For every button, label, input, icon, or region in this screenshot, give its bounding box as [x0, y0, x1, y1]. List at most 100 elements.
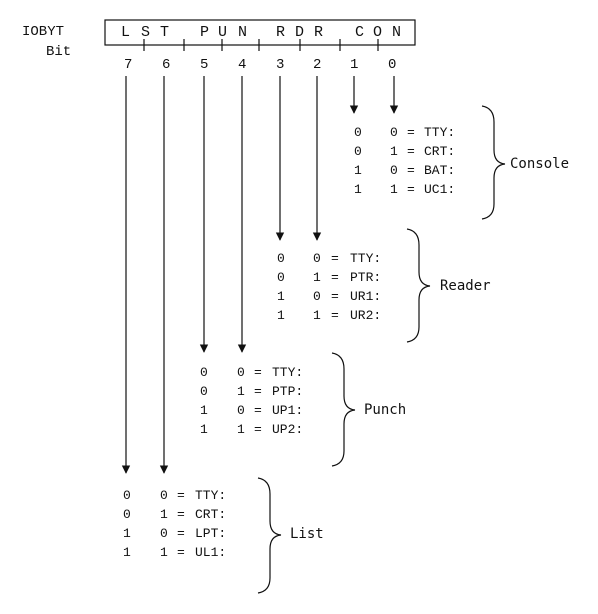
console-brace	[481, 105, 506, 220]
device-name: UP2:	[272, 422, 303, 437]
field-letter: D	[295, 24, 305, 41]
field-letter: O	[373, 24, 383, 41]
bit-number: 3	[276, 57, 284, 73]
bit-value-hi: 0	[277, 270, 285, 285]
bit-number: 0	[388, 57, 396, 73]
device-name: TTY:	[195, 488, 226, 503]
bit-value-lo: 0	[390, 163, 398, 178]
bit-value-hi: 1	[354, 163, 362, 178]
bit-value-hi: 1	[200, 403, 208, 418]
bit-value-hi: 0	[200, 384, 208, 399]
reader-row: 1 1 = UR2:	[277, 308, 381, 323]
punch-label: Punch	[364, 402, 406, 418]
field-letter: U	[218, 24, 228, 41]
list-row: 1 1 = UL1:	[123, 545, 226, 560]
list-group: 0 0 = TTY: 0 1 = CRT: 1 0 = LPT: 1 1 = U…	[123, 477, 324, 594]
bit-value-lo: 0	[313, 289, 321, 304]
bit-value-hi: 0	[354, 125, 362, 140]
bit-value-lo: 1	[237, 422, 245, 437]
device-name: CRT:	[424, 144, 455, 159]
list-brace	[257, 477, 282, 594]
bit-value-lo: 1	[160, 507, 168, 522]
punch-brace	[331, 352, 356, 467]
equals-sign: =	[331, 289, 339, 304]
punch-row: 1 1 = UP2:	[200, 422, 303, 437]
bit-arrows	[121, 76, 399, 474]
bit-value-hi: 0	[123, 488, 131, 503]
equals-sign: =	[407, 125, 415, 140]
punch-row: 0 1 = PTP:	[200, 384, 303, 399]
field-letter: N	[392, 24, 402, 41]
bit-value-lo: 1	[390, 144, 398, 159]
bit-value-hi: 1	[123, 545, 131, 560]
console-row: 1 1 = UC1:	[354, 182, 455, 197]
reader-group: 0 0 = TTY: 0 1 = PTR: 1 0 = UR1: 1 1 = U…	[277, 228, 491, 343]
punch-row: 0 0 = TTY:	[200, 365, 303, 380]
bit-number: 1	[350, 57, 358, 73]
device-name: UR2:	[350, 308, 381, 323]
equals-sign: =	[331, 251, 339, 266]
device-name: UR1:	[350, 289, 381, 304]
reader-label: Reader	[440, 278, 491, 294]
console-row: 0 1 = CRT:	[354, 144, 455, 159]
bit-numbers: 7 6 5 4 3 2 1 0	[124, 57, 396, 73]
reader-brace	[406, 228, 431, 343]
equals-sign: =	[331, 308, 339, 323]
bit-value-lo: 0	[160, 488, 168, 503]
device-name: CRT:	[195, 507, 226, 522]
bit-value-lo: 0	[390, 125, 398, 140]
device-name: PTR:	[350, 270, 381, 285]
bit-value-lo: 1	[160, 545, 168, 560]
device-name: UC1:	[424, 182, 455, 197]
equals-sign: =	[177, 545, 185, 560]
list-row: 0 0 = TTY:	[123, 488, 226, 503]
device-name: BAT:	[424, 163, 455, 178]
console-group: 0 0 = TTY: 0 1 = CRT: 1 0 = BAT: 1 1 = U…	[354, 105, 569, 220]
equals-sign: =	[177, 507, 185, 522]
equals-sign: =	[407, 144, 415, 159]
bit-value-lo: 1	[390, 182, 398, 197]
equals-sign: =	[254, 365, 262, 380]
field-letter: R	[276, 24, 286, 41]
register-label: IOBYT	[22, 24, 64, 40]
reader-row: 0 1 = PTR:	[277, 270, 381, 285]
equals-sign: =	[407, 163, 415, 178]
bit-value-hi: 0	[277, 251, 285, 266]
bit-ticks	[143, 39, 379, 51]
bit-value-lo: 1	[237, 384, 245, 399]
bit-value-hi: 1	[200, 422, 208, 437]
device-name: TTY:	[350, 251, 381, 266]
equals-sign: =	[331, 270, 339, 285]
equals-sign: =	[254, 422, 262, 437]
bit-number: 6	[162, 57, 170, 73]
field-letter: L	[121, 24, 131, 41]
bit-value-lo: 0	[313, 251, 321, 266]
device-name: TTY:	[424, 125, 455, 140]
bit-number: 4	[238, 57, 246, 73]
list-label: List	[290, 526, 324, 542]
reader-row: 1 0 = UR1:	[277, 289, 381, 304]
reader-row: 0 0 = TTY:	[277, 251, 381, 266]
field-letters: L S T P U N R D R C O N	[121, 24, 402, 41]
bit-value-hi: 0	[200, 365, 208, 380]
field-letter: N	[238, 24, 248, 41]
bit-value-lo: 0	[237, 365, 245, 380]
bit-number: 2	[313, 57, 321, 73]
console-row: 0 0 = TTY:	[354, 125, 455, 140]
bit-value-hi: 1	[277, 289, 285, 304]
bit-value-hi: 1	[354, 182, 362, 197]
bit-number: 5	[200, 57, 208, 73]
bit-value-lo: 1	[313, 270, 321, 285]
device-name: TTY:	[272, 365, 303, 380]
equals-sign: =	[254, 384, 262, 399]
register-box	[104, 19, 416, 46]
equals-sign: =	[254, 403, 262, 418]
list-row: 1 0 = LPT:	[123, 526, 226, 541]
bit-value-hi: 0	[123, 507, 131, 522]
field-letter: S	[141, 24, 151, 41]
list-row: 0 1 = CRT:	[123, 507, 226, 522]
punch-group: 0 0 = TTY: 0 1 = PTP: 1 0 = UP1: 1 1 = U…	[200, 352, 406, 467]
device-name: UP1:	[272, 403, 303, 418]
equals-sign: =	[177, 526, 185, 541]
